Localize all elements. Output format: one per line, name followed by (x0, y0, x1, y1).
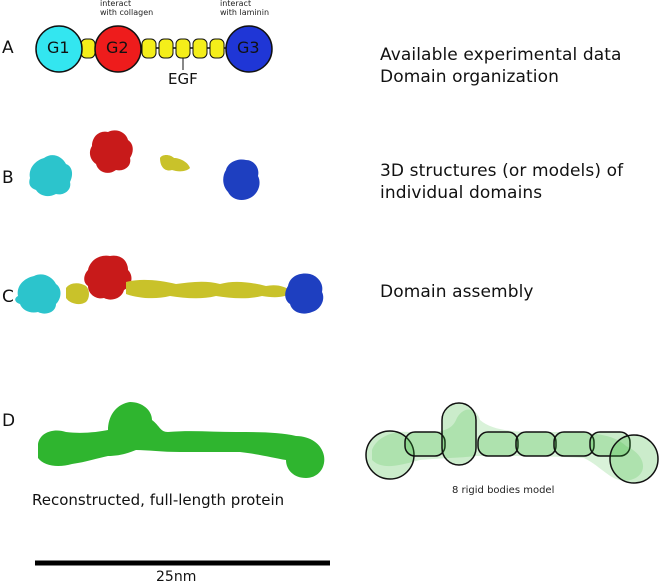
domain-organization-diagram (35, 25, 273, 73)
egf-module (141, 38, 157, 59)
g2-domain (94, 25, 142, 73)
rigid-body-segment (404, 431, 446, 457)
rigid-body-sphere (365, 430, 415, 480)
g3-structure (223, 159, 260, 200)
annotation-line: with laminin (220, 8, 270, 17)
panel-letter-c: C (2, 287, 14, 307)
rigid-body-segment (441, 402, 477, 466)
egf-assembled (126, 279, 292, 299)
rigid-bodies-model (365, 402, 659, 484)
rigid-body-segment (553, 431, 595, 457)
annotation-line: interact (100, 0, 132, 8)
individual-domain-structures (29, 130, 260, 200)
egf-structure (160, 155, 190, 172)
description-line: individual domains (380, 183, 543, 203)
rigid-bodies-caption: 8 rigid bodies model (452, 485, 555, 496)
egf-module (192, 38, 208, 59)
egf-label: EGF (168, 70, 198, 88)
g2-structure (89, 130, 133, 173)
panel-a-description: Available experimental data Domain organ… (380, 44, 622, 88)
egf-module (80, 38, 96, 59)
description-line: Domain organization (380, 67, 559, 87)
panel-letter-a: A (2, 38, 14, 58)
annotation-line: with collagen (100, 8, 154, 17)
description-line: Available experimental data (380, 45, 622, 65)
scale-bar-label: 25nm (156, 569, 197, 585)
rigid-body-segment (477, 431, 519, 457)
rigid-body-segment (515, 431, 557, 457)
domain-assembly (15, 255, 324, 314)
panel-b-description: 3D structures (or models) of individual … (380, 160, 623, 204)
g1-structure (29, 155, 73, 197)
reconstructed-protein-caption: Reconstructed, full-length protein (32, 491, 285, 509)
panel-c-description: Domain assembly (380, 281, 534, 303)
g3-domain (225, 25, 273, 73)
egf-assembled (66, 283, 89, 305)
reconstructed-protein (38, 402, 325, 478)
egf-modules (80, 38, 225, 59)
panel-letter-d: D (2, 411, 16, 431)
g3-label: G3 (237, 38, 260, 57)
rigid-body-shadow (372, 409, 644, 481)
full-length-protein (38, 402, 325, 478)
annotation-line: interact (220, 0, 252, 8)
description-line: Domain assembly (380, 282, 534, 302)
g1-label: G1 (47, 38, 70, 57)
g1-domain (35, 25, 83, 73)
panel-letter-b: B (2, 168, 14, 188)
egf-module (209, 38, 225, 59)
g3-annotation: interact with laminin (220, 0, 269, 17)
g3-assembled (285, 273, 324, 314)
g2-annotation: interact with collagen (100, 0, 153, 17)
egf-module (158, 38, 174, 59)
g2-assembled (84, 255, 132, 300)
g1-assembled (15, 274, 61, 314)
g2-label: G2 (106, 38, 129, 57)
rigid-body-sphere (609, 434, 659, 484)
description-line: 3D structures (or models) of (380, 161, 624, 181)
egf-module (175, 38, 191, 59)
